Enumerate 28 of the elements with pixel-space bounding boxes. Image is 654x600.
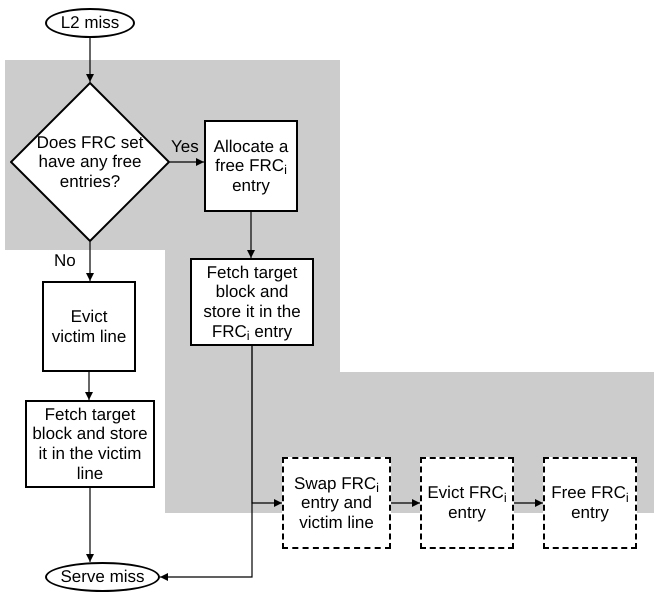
arrow <box>86 38 94 82</box>
arrow <box>170 158 204 166</box>
arrow <box>86 242 94 281</box>
edge-label: Yes <box>171 138 199 155</box>
process-box <box>420 457 514 549</box>
edge-label: No <box>54 252 76 269</box>
process-box <box>204 120 298 212</box>
process-box <box>25 400 155 488</box>
process-box <box>543 457 637 549</box>
process-box <box>42 281 136 372</box>
arrow <box>514 499 543 507</box>
node-text: Fetch target block and store it in the FRC$_{i}$ entry <box>202 262 302 342</box>
process-box <box>190 258 314 346</box>
node-text: L2 miss <box>60 13 120 33</box>
node-text: Fetch target block and store it in the victim line <box>31 404 149 484</box>
node-text: Swap FRC$_{i}$ entry and victim line <box>292 474 380 532</box>
node-text: Serve miss <box>60 567 145 587</box>
arrow <box>247 212 255 258</box>
arrow <box>251 346 282 507</box>
arrow <box>86 488 94 562</box>
node-text: Free FRC$_{i}$ entry <box>550 483 630 523</box>
node-text: Does FRC set have any free entries? <box>36 132 144 192</box>
node-text: Allocate a free FRC$_{i}$ entry <box>212 136 290 196</box>
arrow <box>85 372 93 400</box>
process-box <box>282 457 391 549</box>
node-text: Evict victim line <box>50 306 128 346</box>
node-text: Evict FRC$_{i}$ entry <box>426 483 508 523</box>
arrow <box>391 499 420 507</box>
